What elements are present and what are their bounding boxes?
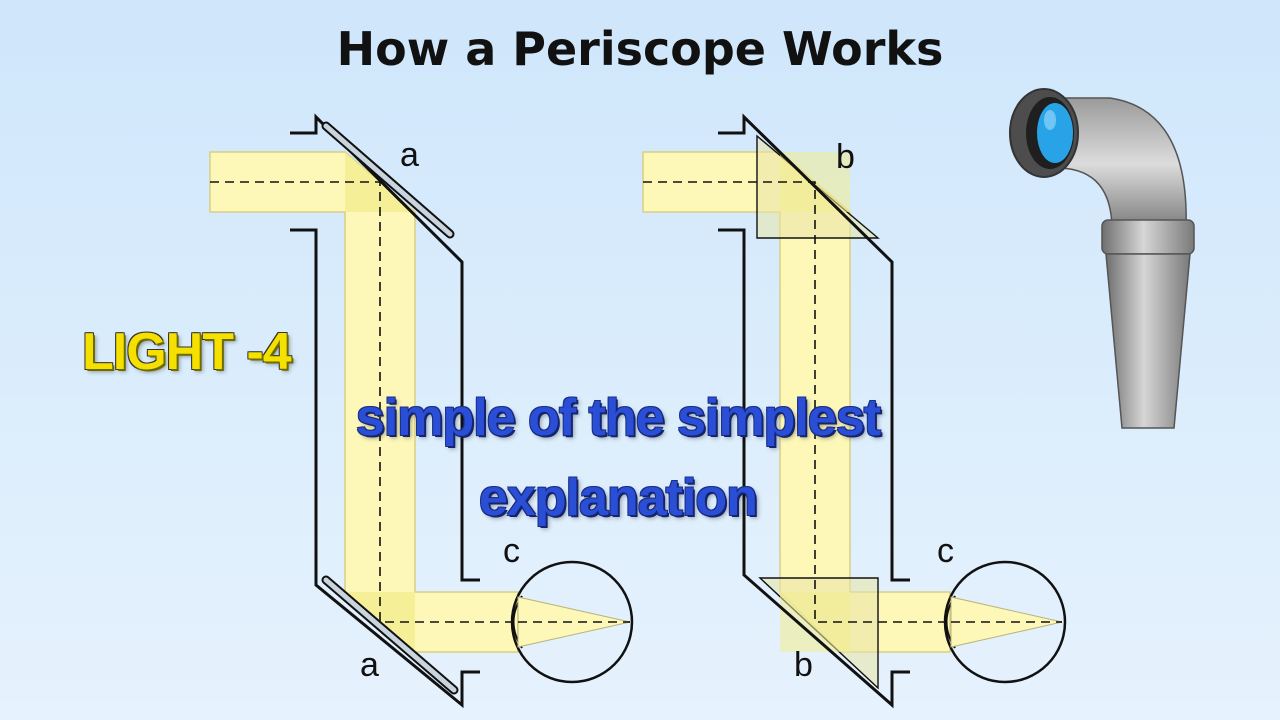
ray-path-left <box>210 181 630 623</box>
label-b-bottom: b <box>794 646 813 684</box>
label-a-top: a <box>400 136 419 174</box>
label-c-left: c <box>503 532 520 570</box>
tube-outline-top-left <box>290 113 480 582</box>
prism-periscope: b b c <box>642 113 1067 709</box>
tube-outline-bottom-right <box>718 228 910 709</box>
tube-outline-bottom-left <box>290 228 480 709</box>
page-title: How a Periscope Works <box>336 22 944 76</box>
label-b-top: b <box>836 138 855 176</box>
ray-path-right <box>643 181 1062 623</box>
eye-left <box>510 560 634 684</box>
mirror-periscope: a a c <box>209 113 634 709</box>
overlay-subtitle-line1: simple of the simplest <box>355 389 881 447</box>
label-c-right: c <box>937 532 954 570</box>
tube-outline-top-right <box>718 113 910 582</box>
eye-right <box>943 560 1067 684</box>
mirror-bottom-left <box>321 575 459 695</box>
periscope-pipe-icon <box>1009 88 1195 429</box>
overlay-light-label: LIGHT -4 <box>82 323 292 381</box>
overlay-subtitle-line2: explanation <box>479 469 758 527</box>
label-a-bottom: a <box>360 646 379 684</box>
mirror-top-left <box>321 121 455 239</box>
